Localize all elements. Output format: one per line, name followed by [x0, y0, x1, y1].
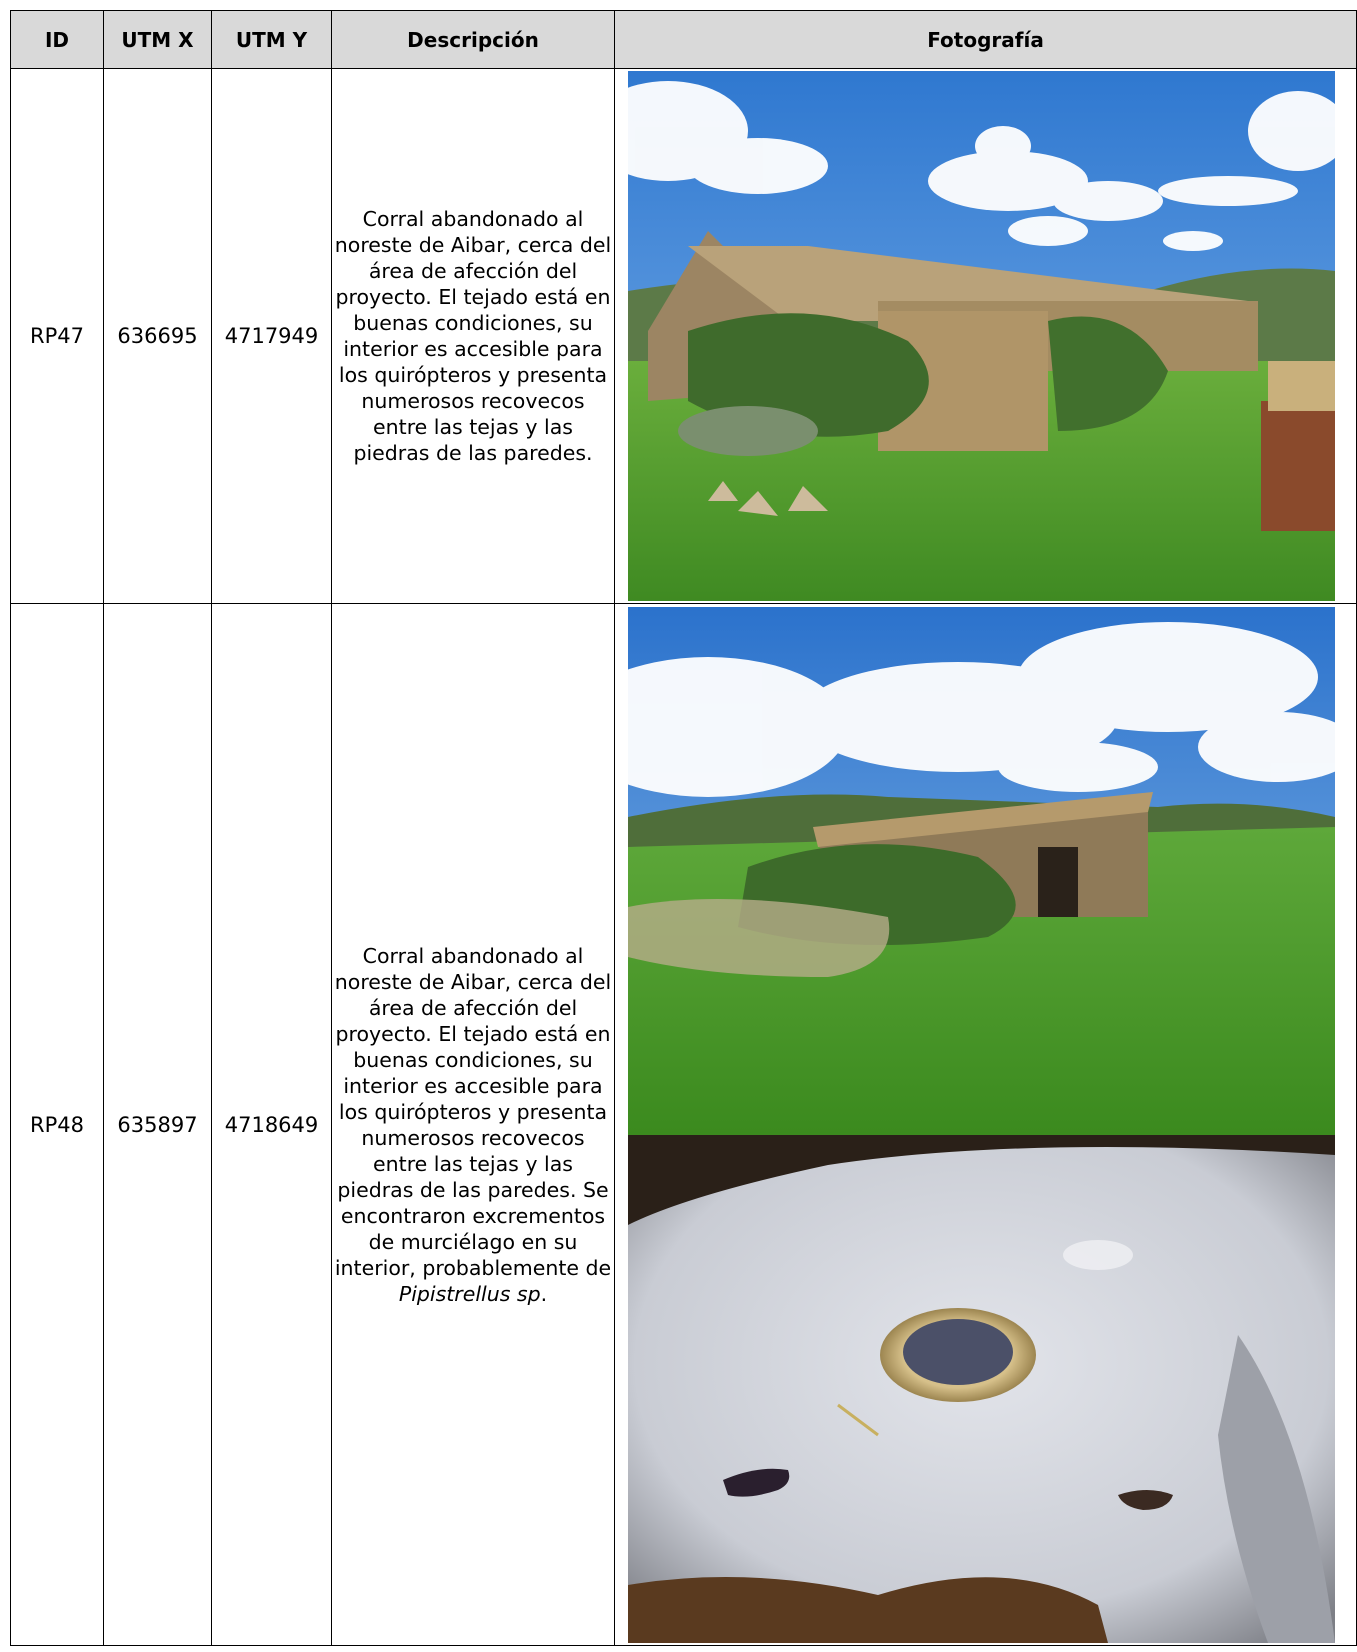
species-name: Pipistrellus sp	[398, 1281, 541, 1306]
cell-photo	[614, 603, 1357, 1646]
header-utm-x: UTM X	[103, 10, 212, 69]
cell-utm-y: 4718649	[211, 603, 332, 1646]
cell-photo	[614, 68, 1357, 604]
cell-utm-x: 636695	[103, 68, 212, 604]
cell-description: Corral abandonado al noreste de Aibar, c…	[331, 603, 615, 1646]
description-main: Corral abandonado al noreste de Aibar, c…	[334, 943, 612, 1280]
survey-table: ID UTM X UTM Y Descripción Fotografía RP…	[10, 10, 1357, 1646]
header-photo: Fotografía	[614, 10, 1357, 69]
header-id: ID	[10, 10, 104, 69]
header-utm-y: UTM Y	[211, 10, 332, 69]
cell-description: Corral abandonado al noreste de Aibar, c…	[331, 68, 615, 604]
photo-corral-rp48	[628, 606, 1335, 1135]
photo-corral-rp47	[628, 71, 1335, 601]
header-row: ID UTM X UTM Y Descripción Fotografía	[10, 10, 1357, 69]
description-text: Corral abandonado al noreste de Aibar, c…	[332, 943, 614, 1307]
header-description: Descripción	[331, 10, 615, 69]
description-text: Corral abandonado al noreste de Aibar, c…	[334, 207, 612, 465]
table-row: RP47 636695 4717949 Corral abandonado al…	[10, 68, 1357, 604]
cell-utm-x: 635897	[103, 603, 212, 1646]
cell-id: RP47	[10, 68, 104, 604]
table-row: RP48 635897 4718649 Corral abandonado al…	[10, 603, 1357, 1646]
cell-id: RP48	[10, 603, 104, 1646]
species-suffix: .	[540, 1281, 548, 1306]
photo-bat-droppings-coin	[628, 1134, 1335, 1643]
cell-utm-y: 4717949	[211, 68, 332, 604]
